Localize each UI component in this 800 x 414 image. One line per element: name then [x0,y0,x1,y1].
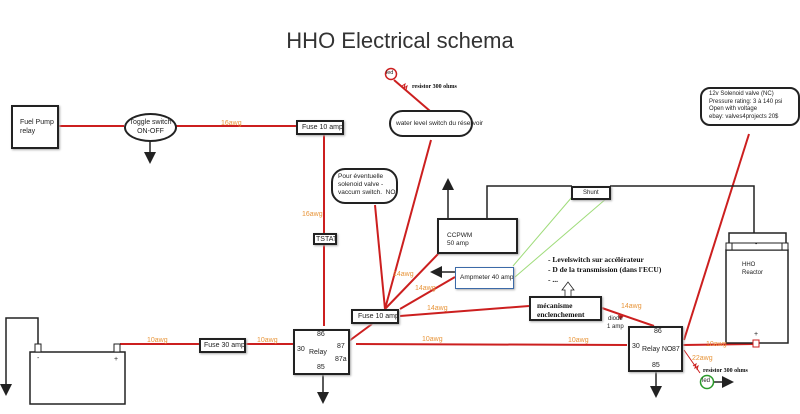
wire-fuse10mid-water [384,139,432,310]
wire-reactor-minus [728,232,787,243]
battery-minus-label: - [37,355,40,362]
battery [29,351,126,405]
fuse-30: Fuse 30 amp [199,338,246,353]
wire-fuse10mid-ammeter [399,276,456,310]
relay-right-85: 85 [652,362,660,369]
note-item-1: - Levelswitch sur accélérateur [548,255,644,264]
solenoid-note-label: Pour éventuelle solenoid valve - vaccum … [338,173,396,197]
wire-shunt-reactor [610,185,755,233]
battery-plus-label: + [114,356,119,363]
awg-label: 22awg [692,355,713,362]
diode-icon [618,315,624,320]
fuel-pump-relay-label: Fuel Pump relay [20,119,54,135]
diode-label: diode 1 amp [607,316,624,330]
awg-label: 14awg [427,305,448,312]
wire-led-resistor [393,79,431,112]
note-item-2: - D de la transmission (dans l'ECU) [548,265,662,274]
relay-right-30: 30 [632,343,640,350]
reactor-minus-label: - [755,241,758,248]
water-level-switch-label: water level switch du réservoir [396,120,484,127]
resistor-top-label: resistor 300 ohms [412,84,457,90]
resistor-bottom-icon [692,362,699,371]
relay-left-85: 85 [317,364,325,371]
signal-shunt-ammeter-1 [512,196,573,267]
wire-relay87-fuse10mid [348,323,373,342]
wire-relay-relayno [355,343,628,346]
ccpwm: CCPWM 50 amp [437,218,518,254]
reactor-terminal-neg-l [725,242,733,251]
wire-relayno-reactor [682,343,755,346]
wire-relayno-solenoid [683,133,750,341]
battery-terminal-pos [113,343,121,353]
tstat: TSTAT [313,233,337,245]
fuse-10-top-label: Fuse 10 amp [302,124,343,131]
hho-reactor-body [725,249,789,344]
relay-left-87: 87 [337,343,345,350]
resistor-top-icon [401,82,408,91]
shunt-label: Shunt [583,190,599,196]
relay-right-86: 86 [654,328,662,335]
reactor-terminal-pos [752,339,760,348]
awg-label: 16awg [302,211,323,218]
solenoid-note: Pour éventuelle solenoid valve - vaccum … [331,168,398,204]
mecanisme-label: mécanisme enclenchement [537,301,585,320]
awg-label: 10awg [422,336,443,343]
awg-label: 16awg [221,120,242,127]
wire-mecanisme-diode [601,307,655,327]
battery-terminal-neg [34,343,42,353]
awg-label: 14awg [393,271,414,278]
ground-battery [0,317,39,396]
ammeter-label: Ampmeter 40 amp [460,274,514,281]
ccpwm-label: CCPWM 50 amp [447,232,473,248]
fuse-10-top: Fuse 10 amp [296,120,344,135]
relay-left-87a: 87a [335,356,347,363]
fuel-pump-relay: Fuel Pump relay [11,105,59,149]
fuse-30-label: Fuse 30 amp [204,342,245,349]
solenoid-valve-info: 12v Solenoid valve (NC) Pressure rating:… [700,87,800,126]
note-item-3: - ... [548,275,558,284]
relay-right-label: Relay NO [642,346,673,353]
shunt: Shunt [571,186,611,200]
wire-fuse10mid-note [374,204,386,310]
fuse-10-mid-label: Fuse 10 amp [358,313,399,320]
ammeter: Ampmeter 40 amp [455,267,514,289]
wire-fuse10mid-ccpwm [384,252,440,310]
led-bottom-icon [699,374,715,390]
signal-shunt-ammeter-2 [514,197,608,278]
awg-label: 10awg [147,337,168,344]
water-level-switch: water level switch du réservoir [389,110,483,137]
led-top-label: led [386,70,394,76]
awg-label: 14awg [621,303,642,310]
hho-reactor-label: HHO Reactor [742,262,764,276]
wire-ccpwm-shunt [486,185,572,218]
relay-right-87: 87 [672,346,680,353]
relay-left-86: 86 [317,331,325,338]
toggle-switch[interactable]: Toggle switch ON-OFF [124,113,177,142]
reactor-plus-label: + [754,331,759,338]
relay-left: 86 30 Relay 87 87a 85 [293,329,350,375]
solenoid-valve-info-label: 12v Solenoid valve (NC) Pressure rating:… [709,91,783,120]
led-bottom-label: led [702,378,711,384]
relay-left-30: 30 [297,346,305,353]
awg-label: 10awg [257,337,278,344]
awg-label: 10awg [706,341,727,348]
relay-right: 86 30 Relay NO 87 85 [628,326,683,372]
mecanisme-enclenchement: mécanisme enclenchement [529,296,602,321]
page-title: HHO Electrical schema [286,28,514,53]
relay-left-label: Relay [309,349,327,356]
wire-fuse10mid-mecanisme [399,305,530,317]
awg-label: 10awg [568,337,589,344]
awg-label: 14awg [415,285,436,292]
toggle-switch-label: Toggle switch ON-OFF [129,119,172,135]
fuse-10-mid: Fuse 10 amp [351,309,399,324]
reactor-terminal-neg-r [781,242,789,251]
tstat-label: TSTAT [316,236,338,243]
resistor-bottom-label: resistor 300 ohms [703,368,748,374]
led-top-icon [384,67,398,81]
